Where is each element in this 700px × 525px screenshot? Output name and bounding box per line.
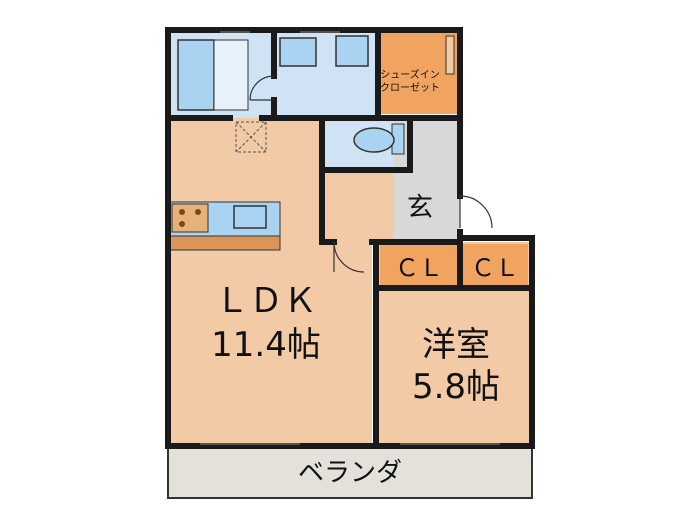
entrance-label: 玄: [407, 193, 433, 223]
door-swings: [249, 75, 493, 273]
shower-area: [213, 39, 249, 111]
washing-machine-space: [335, 35, 369, 67]
shoes-closet-label-line2: クローゼット: [380, 82, 440, 94]
entrance-floor: [394, 118, 460, 242]
western-room-label: 洋室: [422, 325, 490, 365]
washbasin: [279, 37, 317, 67]
bathtub: [177, 39, 215, 111]
western-room-size-label: 5.8帖: [412, 367, 500, 407]
windows: [200, 31, 500, 445]
walls: [165, 27, 535, 449]
kitchen-sink: [233, 205, 267, 229]
closet-1-floor: [380, 244, 458, 286]
shelf: [445, 35, 455, 75]
balcony-label: ベランダ: [298, 458, 402, 488]
stove: [171, 203, 209, 233]
shoes-closet-label-line1: シューズイン: [380, 68, 440, 81]
kitchen-counter-bar: [169, 235, 281, 251]
shoes-closet-floor: [378, 30, 458, 114]
toilet-bowl: [353, 127, 395, 153]
burner-icon: [179, 221, 185, 227]
closet-1-label: ＣＬ: [395, 254, 443, 282]
burner-icon: [195, 209, 201, 215]
ceiling-hatch: [235, 121, 267, 153]
closet-2-floor: [462, 244, 528, 286]
ldk-size-label: 11.4帖: [211, 325, 321, 365]
burner-icon: [179, 209, 185, 215]
balcony-floor: [167, 445, 533, 499]
ldk-label: ＬＤＫ: [215, 281, 317, 321]
closet-2-label: ＣＬ: [471, 254, 519, 282]
